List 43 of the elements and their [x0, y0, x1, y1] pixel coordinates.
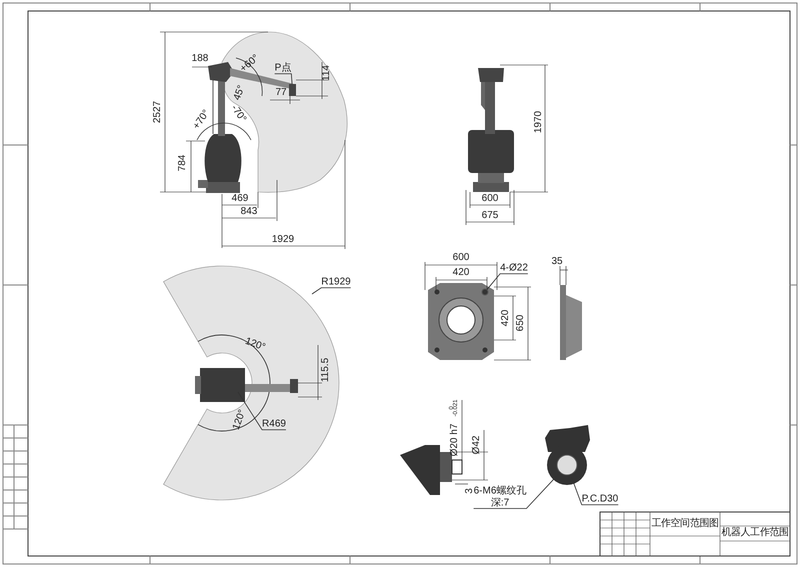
callout-line: P点: [274, 62, 292, 74]
dimension-label: 3: [465, 488, 475, 494]
dimension-label: 420: [501, 310, 511, 326]
dimension-label: 420: [452, 268, 470, 278]
callout-line: 4-Ø22: [500, 262, 528, 274]
dimension-label: 1929: [272, 235, 294, 245]
dimension-label: Ø42: [472, 436, 482, 454]
leader-line: [238, 392, 286, 430]
leader-line: [486, 273, 528, 290]
callout-line: 6-M6螺纹孔: [474, 486, 526, 497]
dimension-label: 675: [482, 211, 498, 221]
leader-line: [570, 474, 619, 506]
dimension-label: Ø20 h7: [450, 424, 460, 456]
dimension-label: 843: [240, 207, 258, 217]
dimension-label: 114: [322, 65, 332, 81]
dimension-label: 120°: [232, 408, 248, 432]
leader-line: [473, 472, 561, 509]
title-text: 机器人工作范围: [721, 528, 789, 538]
dimension-label: 45°: [232, 84, 248, 102]
dimension-label: 1970: [534, 110, 544, 134]
leader-line: [274, 73, 292, 84]
dimension-label: 784: [178, 154, 188, 172]
dimension-label: 120°: [244, 336, 266, 354]
dimension-label: 600: [452, 253, 470, 263]
dimension-label: 35: [551, 257, 563, 267]
dimension-label: 115.5: [321, 358, 331, 382]
dimension-label: 77: [275, 88, 287, 98]
callout-line: 深:7: [490, 497, 510, 508]
tool-tip: [289, 84, 296, 96]
leader-line: [312, 287, 352, 294]
callout-line: R1929: [321, 276, 351, 288]
dimension-label: +60°: [238, 53, 262, 75]
dimension-label: 469: [232, 194, 248, 204]
dimension-label: 650: [516, 314, 526, 332]
dimension-label: 188: [192, 54, 208, 64]
dimension-label: 2527: [153, 100, 163, 124]
flange-face: [556, 454, 578, 476]
dimension-label: 600: [482, 194, 498, 204]
title-text: 工作空间范围图: [651, 519, 719, 529]
mounting-hole: [482, 288, 488, 296]
dimension-label: -70°: [228, 104, 248, 124]
callout-line: R469: [262, 418, 286, 430]
callout-line: P.C.D30: [582, 493, 618, 505]
